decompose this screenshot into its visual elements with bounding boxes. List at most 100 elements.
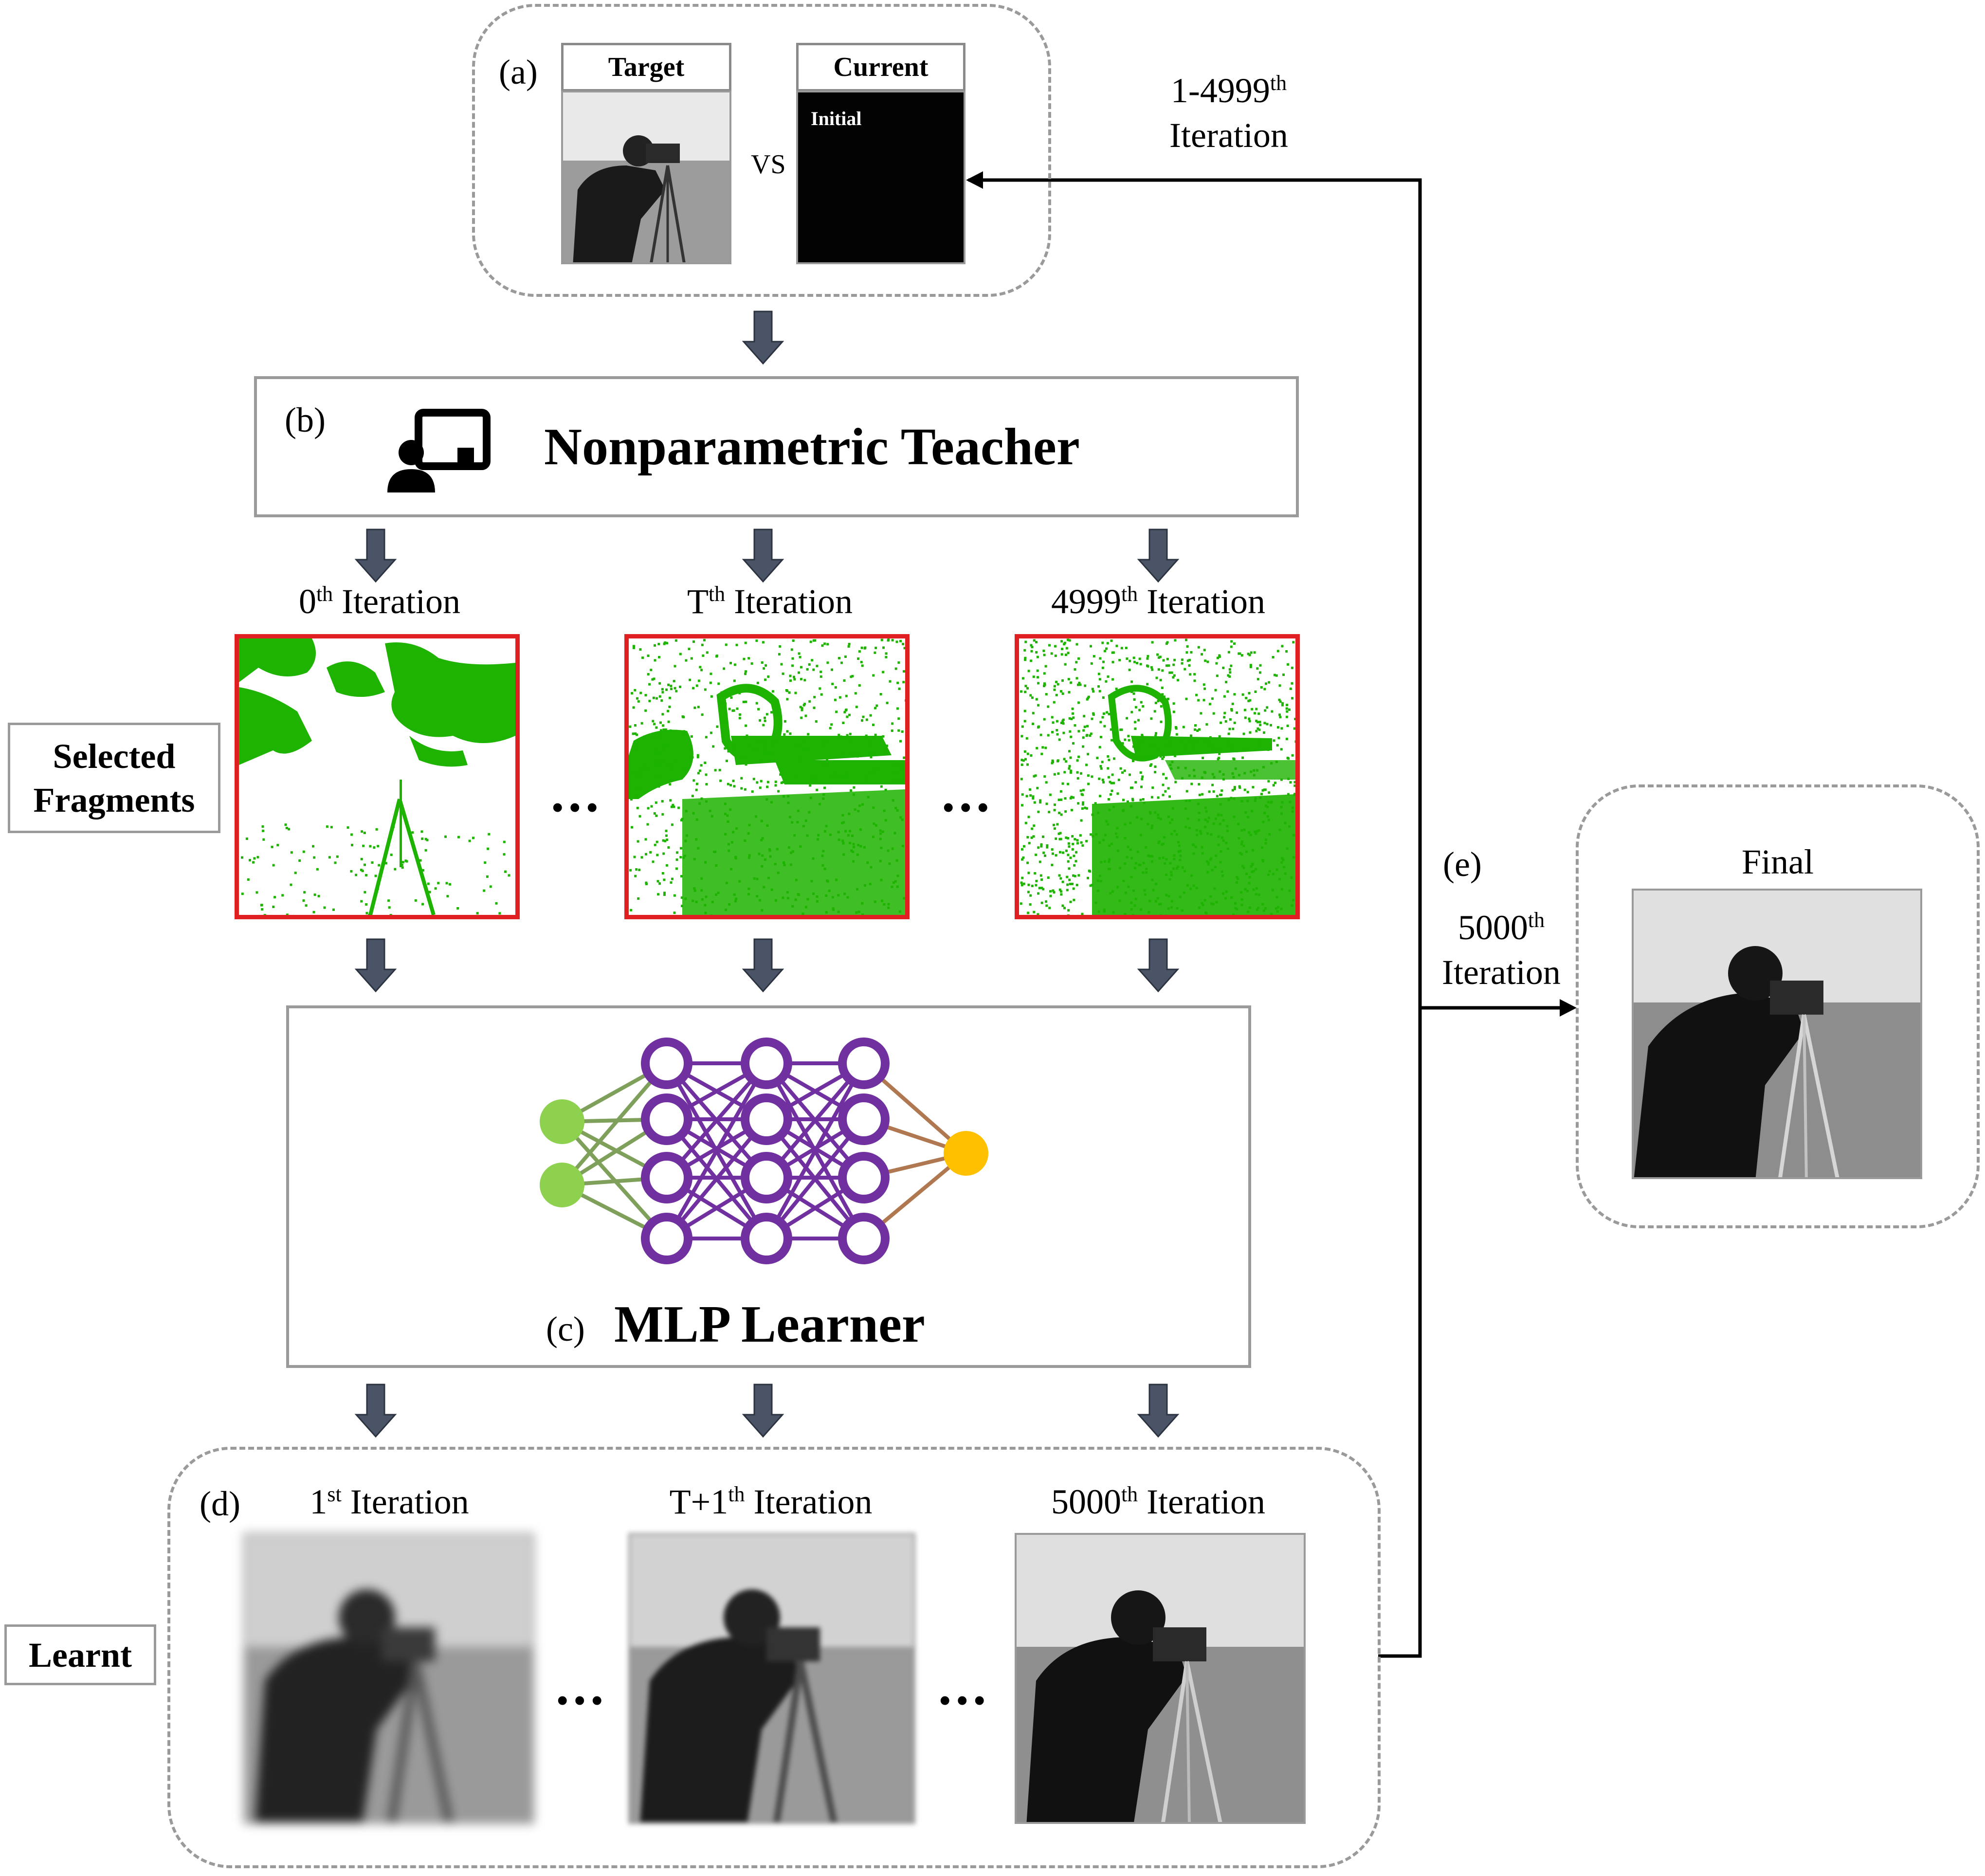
fragment-speck xyxy=(313,856,316,859)
fragment-speck xyxy=(1209,703,1211,706)
fragment-speck xyxy=(1060,798,1063,801)
fragment-speck xyxy=(851,739,854,742)
fragment-speck xyxy=(1110,842,1113,845)
fragment-speck xyxy=(772,741,775,744)
fragment-speck xyxy=(1070,796,1073,799)
fragment-speck xyxy=(1241,756,1244,759)
fragment-speck xyxy=(1104,860,1106,863)
fragment-speck xyxy=(797,893,800,896)
fragment-speck xyxy=(705,773,708,776)
fragment-speck xyxy=(303,891,306,894)
fragment-speck xyxy=(1287,777,1290,780)
fragment-speck xyxy=(1070,735,1073,738)
fragment-speck xyxy=(788,816,791,819)
fragment-speck xyxy=(1076,839,1079,842)
fragment-speck xyxy=(1291,697,1293,700)
fragment-speck xyxy=(1067,914,1070,915)
fragment-speck xyxy=(355,874,358,876)
fragment-speck xyxy=(631,692,634,695)
fragment-speck xyxy=(850,849,853,852)
fragment-speck xyxy=(777,790,780,793)
fragment-speck xyxy=(1257,721,1259,724)
fragment-speck xyxy=(1173,658,1176,661)
fragment-speck xyxy=(647,655,650,657)
fragment-speck xyxy=(1027,891,1030,893)
fragment-speck xyxy=(1027,872,1030,874)
fragment-speck xyxy=(1222,892,1224,895)
fragment-speck xyxy=(1026,687,1029,690)
fragment-speck xyxy=(852,843,855,845)
fragment-speck xyxy=(684,897,687,900)
fragment-speck xyxy=(422,869,424,872)
fragment-speck xyxy=(1045,904,1048,907)
fragment-speck xyxy=(414,899,417,902)
fragment-speck xyxy=(1276,906,1279,909)
fragment-speck xyxy=(840,661,843,664)
fragment-speck xyxy=(1128,739,1130,742)
fragment-speck xyxy=(1059,890,1062,893)
fragment-speck xyxy=(1206,660,1209,663)
fragment-speck xyxy=(1177,679,1179,682)
fragment-speck xyxy=(446,895,449,898)
fragment-speck xyxy=(1041,746,1044,749)
fragment-speck xyxy=(1167,787,1170,790)
fragment-speck xyxy=(1242,844,1245,847)
fragment-speck xyxy=(1023,845,1025,848)
fragment-speck xyxy=(1149,812,1152,815)
fragment-speck xyxy=(1240,853,1243,856)
fragment-speck xyxy=(1047,734,1050,737)
fragment-speck xyxy=(1120,647,1123,650)
fragment-speck xyxy=(846,734,849,737)
fragment-speck xyxy=(1076,759,1079,762)
fragment-speck xyxy=(1094,802,1097,805)
fragment-speck xyxy=(377,845,380,848)
fragment-speck xyxy=(1091,813,1094,816)
fragment-speck xyxy=(1170,871,1173,874)
fragment-speck xyxy=(1071,835,1074,838)
learnt-image-1 xyxy=(243,1533,534,1824)
fragment-speck xyxy=(1108,809,1111,811)
fragment-speck xyxy=(640,856,643,859)
fragment-speck xyxy=(1248,831,1251,834)
fragment-speck xyxy=(704,911,707,914)
fragment-speck xyxy=(685,810,688,813)
fragment-speck xyxy=(1203,649,1206,652)
fragment-speck xyxy=(1072,796,1075,799)
fragment-speck xyxy=(1110,782,1113,784)
fragment-speck xyxy=(1105,680,1108,683)
fragment-speck xyxy=(679,653,682,656)
fragment-speck xyxy=(1276,744,1279,747)
fragment-speck xyxy=(1288,825,1291,828)
fragment-speck xyxy=(748,746,751,748)
fragment-speck xyxy=(1184,826,1187,828)
fragment-speck xyxy=(1211,697,1214,700)
fragment-speck xyxy=(655,750,658,753)
fragment-speck xyxy=(1158,857,1161,860)
fragment-speck xyxy=(651,678,654,681)
fragment-speck xyxy=(859,845,862,848)
fragment-speck xyxy=(1104,650,1106,653)
fragment-speck xyxy=(1217,656,1219,659)
fragment-speck xyxy=(808,700,811,703)
fragment-speck xyxy=(1088,870,1091,872)
fragment-speck xyxy=(1127,885,1130,888)
fragment-speck xyxy=(1266,805,1269,808)
fragment-speck xyxy=(883,809,886,812)
fragment-speck xyxy=(1053,701,1056,704)
fragment-speck xyxy=(1242,732,1245,735)
fragment-speck xyxy=(1157,656,1160,659)
fragment-speck xyxy=(1204,659,1207,662)
fragment-speck xyxy=(1079,834,1082,837)
fragment-speck xyxy=(1252,870,1255,873)
fragment-speck xyxy=(793,675,795,678)
fragment-speck xyxy=(1075,643,1078,646)
fragment-speck xyxy=(655,697,658,700)
fragment-speck xyxy=(804,906,807,909)
fragment-speck xyxy=(856,888,858,891)
fragment-speck xyxy=(1151,786,1154,789)
fragment-speck xyxy=(894,667,897,670)
fragment-speck xyxy=(1142,871,1145,874)
fragment-speck xyxy=(1186,884,1189,887)
fragment-speck xyxy=(273,896,276,899)
fragment-speck xyxy=(1162,794,1165,797)
